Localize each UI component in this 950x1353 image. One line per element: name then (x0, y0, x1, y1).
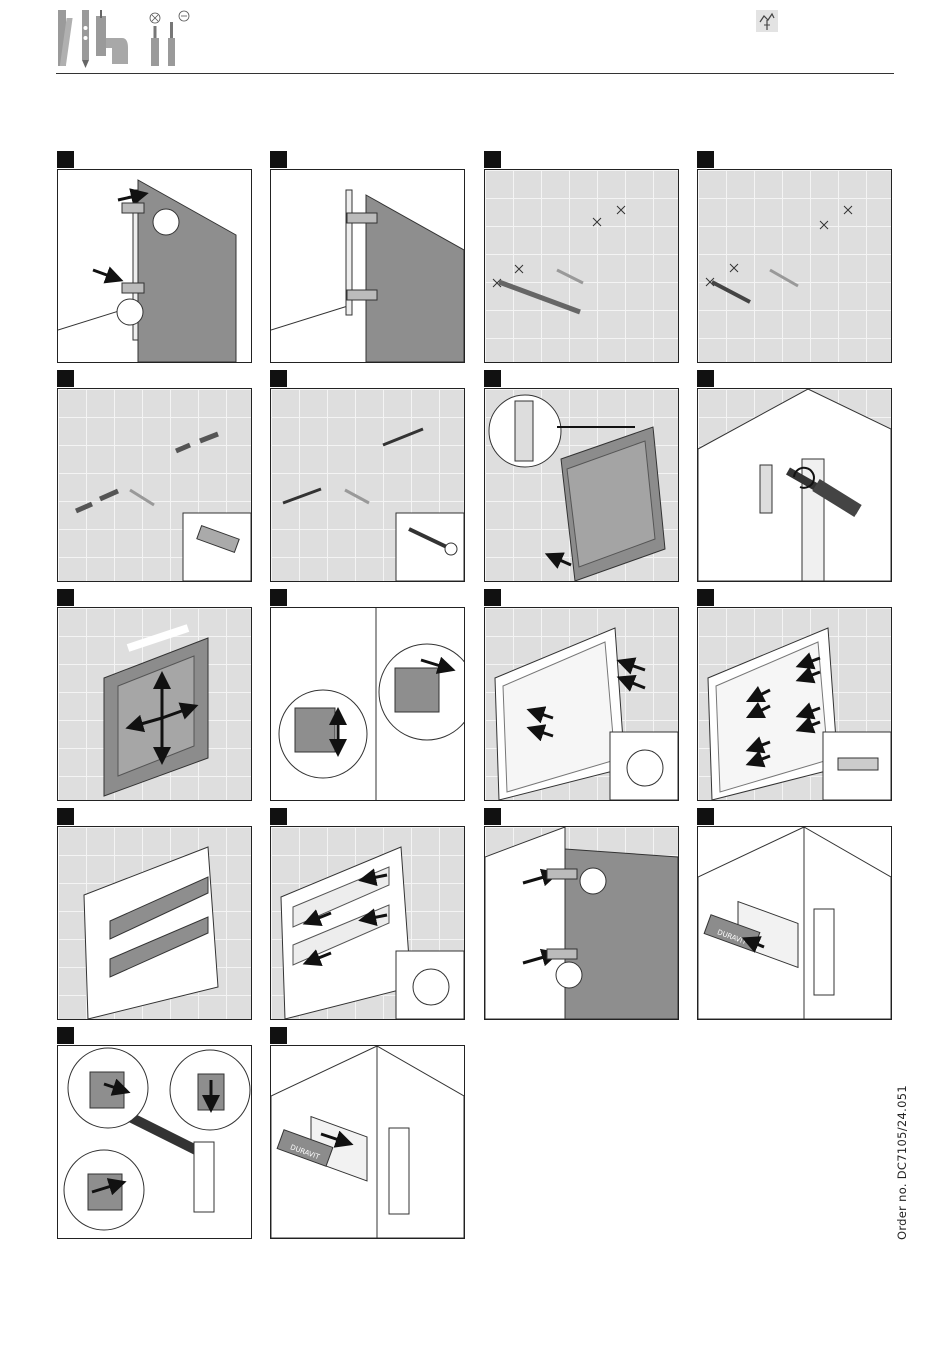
step-illustration-frame (57, 1045, 252, 1239)
hinge-cover-duravit-illustration: DURAVIT (698, 827, 891, 1019)
wall-drilling-illustration (698, 170, 891, 362)
step-13 (57, 808, 252, 1014)
step-1 (57, 151, 252, 357)
step-number-badge (270, 589, 287, 606)
drill-icon (96, 10, 128, 64)
step-illustration-frame (484, 607, 679, 801)
step-12 (697, 589, 892, 795)
flat-screwdriver-icon (168, 11, 189, 66)
step-number-badge (57, 808, 74, 825)
step-number-badge (484, 808, 501, 825)
bracket-adjustment-illustration (271, 608, 464, 800)
step-number-badge (697, 370, 714, 387)
shelf-supports-insert-illustration (698, 608, 891, 800)
step-number-badge (270, 808, 287, 825)
step-number-badge (270, 151, 287, 168)
step-5 (57, 370, 252, 576)
step-number-badge (57, 1027, 74, 1044)
step-16: DURAVIT (697, 808, 892, 1014)
hinge-cover-attach-illustration: DURAVIT (271, 1046, 464, 1238)
shelf-clips-insert-illustration (271, 827, 464, 1019)
step-number-badge (270, 370, 287, 387)
step-illustration-frame (57, 607, 252, 801)
step-illustration-frame: DURAVIT (270, 1045, 465, 1239)
door-rehang-illustration (485, 827, 678, 1019)
step-14 (270, 808, 465, 1014)
step-illustration-frame (484, 169, 679, 363)
cabinet-door-detached-illustration (271, 170, 464, 362)
step-6 (270, 370, 465, 576)
step-illustration-frame (484, 826, 679, 1020)
step-3 (484, 151, 679, 357)
cabinet-hanging-illustration (485, 389, 678, 581)
step-illustration-frame (270, 826, 465, 1020)
step-number-badge (697, 151, 714, 168)
step-17 (57, 1027, 252, 1233)
wall-plugs-tile-illustration (58, 389, 251, 581)
step-number-badge (57, 589, 74, 606)
step-number-badge (57, 151, 74, 168)
step-illustration-frame (57, 388, 252, 582)
step-illustration-frame (57, 169, 252, 363)
hinge-adjustment-illustration (58, 1046, 251, 1238)
step-illustration-frame (697, 607, 892, 801)
phillips-screwdriver-icon (150, 13, 160, 66)
bracket-screw-tightening-illustration (698, 389, 891, 581)
step-illustration-frame: DURAVIT (697, 826, 892, 1020)
step-18: DURAVIT (270, 1027, 465, 1233)
wall-screws-tile-illustration (271, 389, 464, 581)
step-illustration-frame (270, 607, 465, 801)
wall-marking-pencil-illustration (485, 170, 678, 362)
step-10 (270, 589, 465, 795)
step-2 (270, 151, 465, 357)
order-number: Order no. DC7105/24.051 (895, 1085, 909, 1240)
header-rule (56, 73, 894, 74)
step-illustration-frame (697, 169, 892, 363)
shelf-pins-insert-illustration (485, 608, 678, 800)
step-number-badge (697, 808, 714, 825)
step-4 (697, 151, 892, 357)
step-15 (484, 808, 679, 1014)
step-11 (484, 589, 679, 795)
step-number-badge (484, 151, 501, 168)
cabinet-door-removal-illustration (58, 170, 251, 362)
step-illustration-frame (697, 388, 892, 582)
step-9 (57, 589, 252, 795)
step-illustration-frame (484, 388, 679, 582)
tool-icons (56, 8, 196, 70)
step-number-badge (57, 370, 74, 387)
bathroom-installation-icon (756, 10, 778, 32)
cabinet-alignment-illustration (58, 608, 251, 800)
glass-shelves-illustration (58, 827, 251, 1019)
step-illustration-frame (270, 169, 465, 363)
header (0, 0, 950, 80)
step-number-badge (484, 370, 501, 387)
step-number-badge (270, 1027, 287, 1044)
spirit-level-icon (58, 10, 73, 66)
step-number-badge (484, 589, 501, 606)
step-illustration-frame (270, 388, 465, 582)
step-7 (484, 370, 679, 576)
pencil-icon (82, 10, 89, 68)
step-8 (697, 370, 892, 576)
step-illustration-frame (57, 826, 252, 1020)
step-number-badge (697, 589, 714, 606)
